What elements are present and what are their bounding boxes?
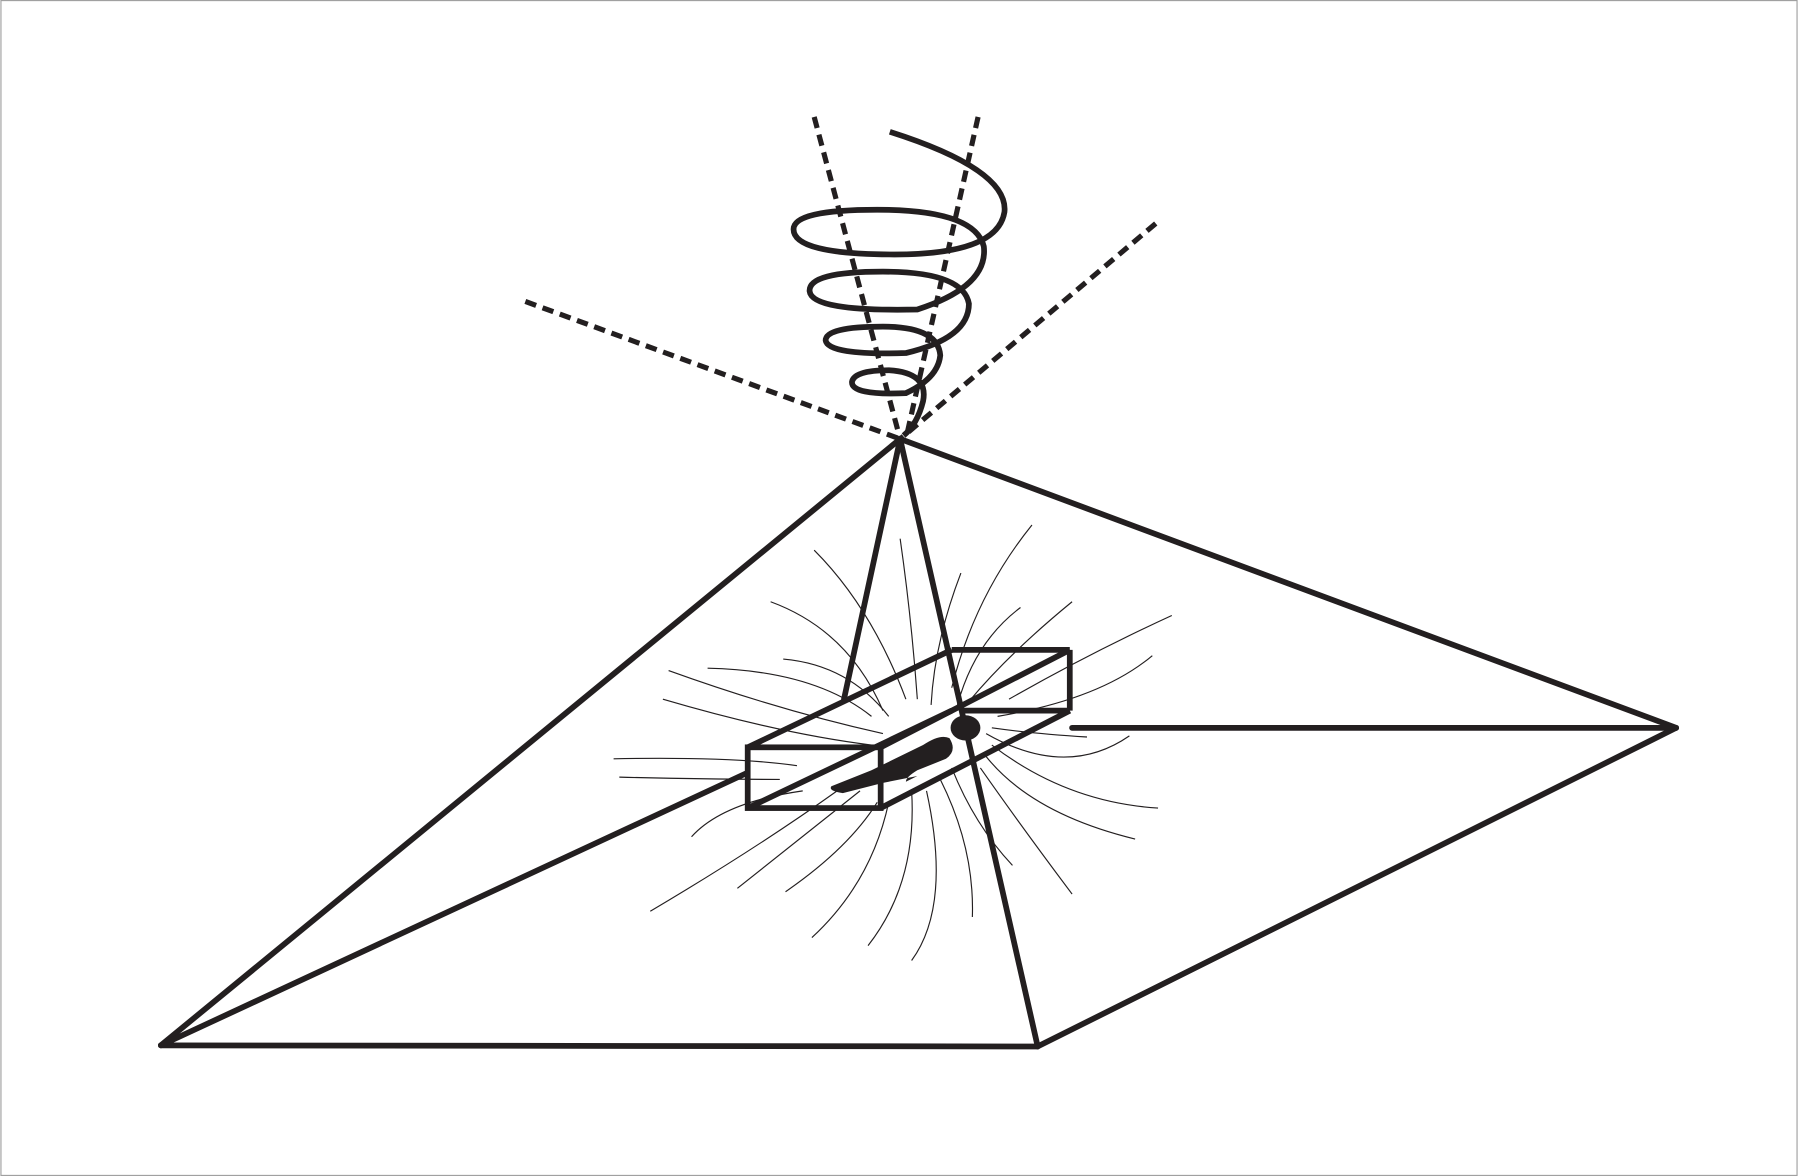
field-lines	[613, 524, 1173, 961]
spiral	[790, 129, 1008, 438]
pyramid-edges	[157, 436, 1679, 1050]
dashed-rays	[524, 116, 1158, 442]
box	[744, 647, 1073, 811]
reclining-person	[830, 715, 981, 794]
